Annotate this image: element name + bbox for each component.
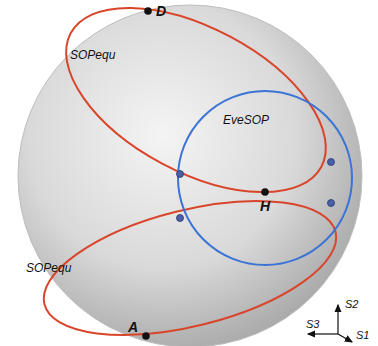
sopequ-circle-top <box>37 0 355 230</box>
intersection-dots <box>177 159 335 222</box>
point-label: H <box>260 199 270 213</box>
point-label: A <box>128 320 138 334</box>
circle-label: EveSOP <box>223 114 269 126</box>
point-label: D <box>156 4 166 18</box>
circle-label: SOPequ <box>26 262 71 274</box>
axis-label: S2 <box>345 299 358 310</box>
sphere <box>18 5 362 346</box>
sopequ-circle-bottom <box>30 175 349 346</box>
evesop-circle <box>178 91 352 265</box>
point-d <box>144 7 152 15</box>
circle-label: SOPequ <box>70 49 115 61</box>
point-a <box>142 332 150 340</box>
axis-label: S1 <box>356 330 369 341</box>
axis-label: S3 <box>306 319 319 330</box>
point-h <box>261 188 269 196</box>
